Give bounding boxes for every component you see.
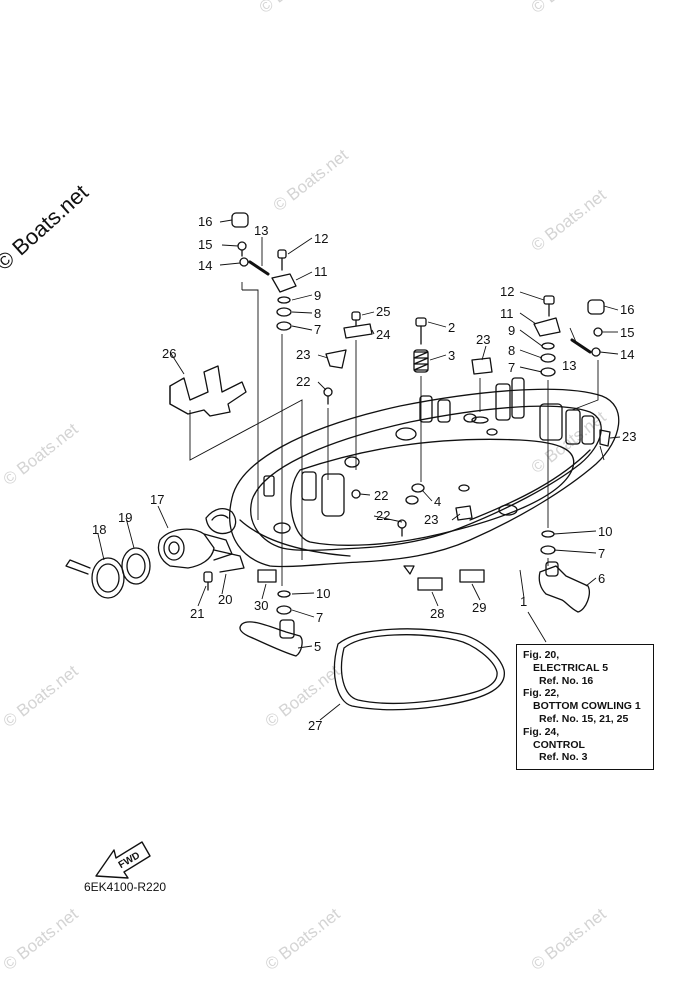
- callout-23c: 23: [424, 512, 438, 527]
- callout-16a: 16: [198, 214, 212, 229]
- cap-right: [587, 299, 605, 315]
- reference-note-line: BOTTOM COWLING 1: [533, 700, 641, 713]
- bottom-cowling-inner: [250, 405, 602, 551]
- fwd-arrow-icon: FWD: [95, 841, 151, 879]
- reference-note-line: Fig. 20,: [523, 649, 560, 661]
- callout-29: 29: [472, 600, 486, 615]
- reference-note-line: ELECTRICAL 5: [533, 661, 609, 674]
- callout-21: 21: [190, 606, 204, 621]
- callout-15a: 15: [198, 237, 212, 252]
- callout-24: 24: [376, 327, 390, 342]
- callout-11b: 11: [500, 306, 514, 321]
- callout-10a: 10: [598, 524, 612, 539]
- grommet-assembly: [157, 528, 215, 569]
- callout-20: 20: [218, 592, 232, 607]
- callout-7a: 7: [314, 322, 321, 337]
- callout-25: 25: [376, 304, 390, 319]
- callout-15b: 15: [620, 325, 634, 340]
- callout-5: 5: [314, 639, 321, 654]
- callout-9a: 9: [314, 288, 321, 303]
- reference-note-line: Fig. 24,: [523, 725, 560, 738]
- gasket: [333, 628, 505, 711]
- callout-9b: 9: [508, 323, 515, 338]
- callout-7d: 7: [316, 610, 323, 625]
- lever-left: [239, 621, 303, 657]
- reference-note-line: CONTROL: [533, 738, 585, 751]
- callout-14b: 14: [620, 347, 634, 362]
- callout-23d: 23: [622, 429, 636, 444]
- reference-note-line: Ref. No. 3: [539, 751, 588, 764]
- callout-7c: 7: [598, 546, 605, 561]
- bracket: [169, 365, 247, 417]
- callout-4: 4: [434, 494, 441, 509]
- callout-27: 27: [308, 718, 322, 733]
- spring-3: [413, 351, 429, 371]
- reference-note-line: Ref. No. 16: [539, 674, 594, 687]
- callout-17: 17: [150, 492, 164, 507]
- diagram-code: 6EK4100-R220: [84, 880, 167, 894]
- callout-8b: 8: [508, 343, 515, 358]
- callout-13a: 13: [254, 223, 268, 238]
- callout-13b: 13: [562, 358, 576, 373]
- callout-26: 26: [162, 346, 176, 361]
- reference-note-line: Fig. 22,: [523, 687, 560, 700]
- callout-8a: 8: [314, 306, 321, 321]
- part-callouts: 1 2 3 4 5 6 7 7 7 7 8 8 9 9 10 10 11 11 …: [92, 214, 636, 733]
- callout-10b: 10: [316, 586, 330, 601]
- reference-note-line: Ref. No. 15, 21, 25: [539, 712, 629, 725]
- bottom-cowling-rim: [239, 449, 591, 557]
- callout-16b: 16: [620, 302, 634, 317]
- callout-11a: 11: [314, 264, 328, 279]
- bottom-cowling-outer: [229, 388, 620, 568]
- callout-7b: 7: [508, 360, 515, 375]
- callout-18: 18: [92, 522, 106, 537]
- callout-23b: 23: [476, 332, 490, 347]
- callout-22b: 22: [374, 488, 388, 503]
- lever-right: [538, 565, 590, 613]
- bolt-2: [415, 317, 427, 327]
- callout-22a: 22: [296, 374, 310, 389]
- callout-28: 28: [430, 606, 444, 621]
- callout-6: 6: [598, 571, 605, 586]
- cap-left: [231, 212, 249, 228]
- callout-1: 1: [520, 594, 527, 609]
- callout-14a: 14: [198, 258, 212, 273]
- callout-12b: 12: [500, 284, 514, 299]
- callout-23a: 23: [296, 347, 310, 362]
- callout-2: 2: [448, 320, 455, 335]
- callout-12a: 12: [314, 231, 328, 246]
- clamp: [91, 557, 125, 599]
- callout-30: 30: [254, 598, 268, 613]
- callout-19: 19: [118, 510, 132, 525]
- callout-3: 3: [448, 348, 455, 363]
- band: [121, 547, 151, 585]
- callout-22c: 22: [376, 508, 390, 523]
